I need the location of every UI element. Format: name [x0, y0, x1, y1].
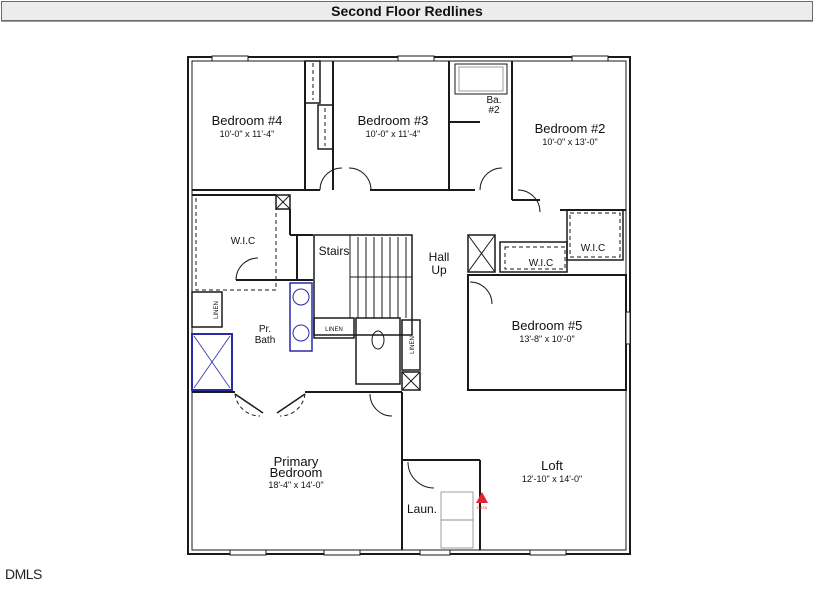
room-label-wic-bed5: W.I.C	[529, 258, 553, 269]
room-label-bedroom3: Bedroom #3	[358, 113, 429, 128]
room-label-bath2: Ba.	[486, 95, 501, 106]
svg-text:DATA: DATA	[477, 505, 487, 510]
room-dims-bedroom4: 10'-0" x 11'-4"	[220, 129, 275, 139]
room-label-primary-2: Bedroom	[270, 465, 323, 480]
room-label-wic-primary: W.I.C	[231, 236, 255, 247]
room-label-linen-pr: LINEN	[214, 301, 220, 319]
room-label-hall: Hall	[429, 250, 450, 264]
room-label-pr-bath-2: Bath	[255, 335, 276, 346]
room-dims-bedroom3: 10'-0" x 11'-4"	[366, 129, 421, 139]
room-label-laundry: Laun.	[407, 502, 437, 516]
room-label-primary: Primary	[274, 454, 319, 469]
room-label-bedroom4: Bedroom #4	[212, 113, 283, 128]
room-dims-primary: 18'-4" x 14'-0"	[268, 480, 323, 490]
room-label-linen-hall: LINEN	[325, 327, 343, 333]
room-label-pr-bath: Pr.	[259, 324, 271, 335]
watermark-logo: DMLS	[5, 566, 42, 582]
room-label-bedroom2: Bedroom #2	[535, 121, 606, 136]
room-label-bath2-num: #2	[488, 105, 500, 116]
room-label-hall-up: Up	[431, 263, 447, 277]
room-dims-bedroom2: 10'-0" x 13'-0"	[542, 137, 597, 147]
page-title: Second Floor Redlines	[1, 1, 813, 21]
room-label-linen-right: LINEN	[410, 336, 416, 354]
room-dims-bedroom5: 13'-8" x 10'-0"	[519, 334, 574, 344]
room-dims-loft: 12'-10" x 14'-0"	[522, 474, 582, 484]
room-label-wic-bed2: W.I.C	[581, 243, 605, 254]
page-title-text: Second Floor Redlines	[331, 3, 483, 19]
redline-marker-icon	[476, 492, 488, 503]
room-label-bedroom5: Bedroom #5	[512, 318, 583, 333]
room-label-loft: Loft	[541, 458, 563, 473]
room-label-stairs: Stairs	[319, 244, 350, 258]
